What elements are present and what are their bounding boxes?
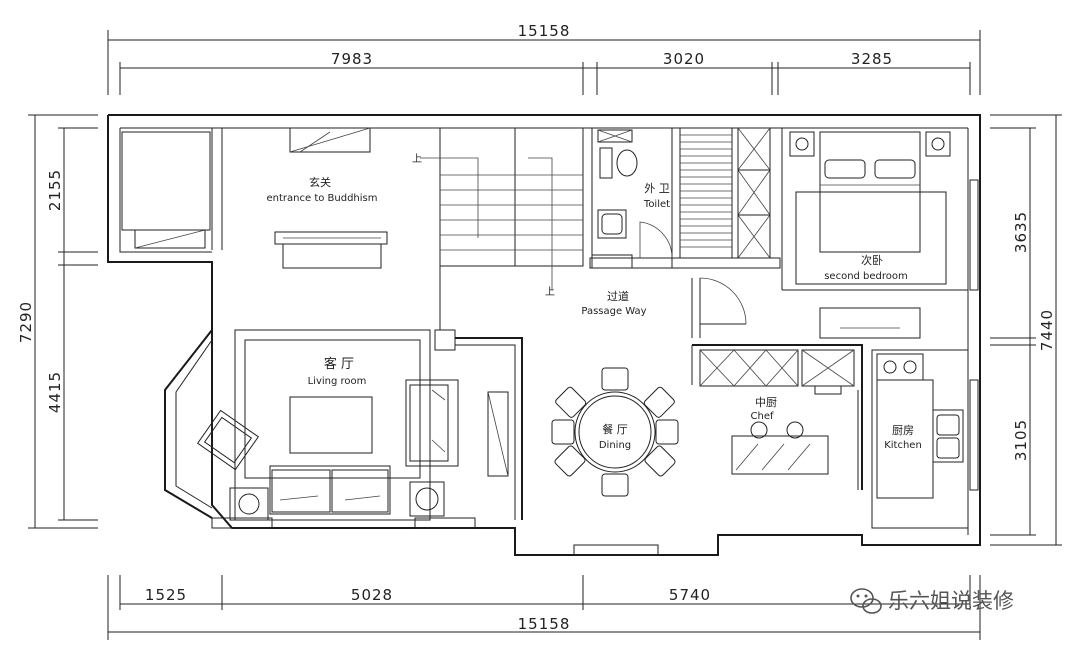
dim-top-a: 7983 (331, 50, 373, 68)
label-dining-en: Dining (599, 440, 631, 451)
dim-top-total: 15158 (518, 22, 571, 40)
dim-bottom-total: 15158 (518, 615, 571, 633)
dim-bottom-b: 5028 (351, 586, 393, 604)
label-kitchen-cn: 厨房 (892, 424, 914, 437)
dim-right-b: 3105 (1012, 419, 1030, 461)
label-chef-cn: 中厨 (755, 396, 777, 409)
label-passage-en: Passage Way (581, 306, 646, 317)
label-bedroom-en: second bedroom (824, 271, 908, 282)
label-living-cn: 客 厅 (324, 356, 354, 372)
stair-up-mark-1: 上 (412, 153, 422, 165)
label-passage-cn: 过道 (607, 289, 629, 303)
dim-left-a: 2155 (46, 169, 64, 211)
watermark: 乐六姐说装修 (850, 588, 1014, 614)
right-dimensions: 7440 3635 3105 (990, 114, 1062, 546)
watermark-text: 乐六姐说装修 (888, 589, 1014, 613)
dim-right-a: 3635 (1012, 211, 1030, 253)
top-dimensions: 15158 7983 3020 3285 (107, 22, 981, 95)
dining-room: 餐 厅 Dining (551, 367, 679, 556)
dim-left-b: 4415 (46, 371, 64, 413)
label-kitchen-en: Kitchen (884, 440, 922, 451)
label-entrance-en: entrance to Buddhism (267, 193, 378, 204)
left-dimensions: 7290 2155 4415 (17, 114, 98, 529)
wardrobe (589, 127, 781, 269)
dim-top-c: 3285 (851, 50, 893, 68)
label-chef-en: Chef (751, 411, 774, 422)
label-dining-cn: 餐 厅 (602, 422, 628, 436)
dim-left-total: 7290 (17, 301, 35, 343)
second-bedroom: 次卧 second bedroom (781, 128, 979, 339)
label-living-en: Living room (308, 376, 367, 387)
entrance-area: 玄关 entrance to Buddhism (121, 127, 388, 269)
passage-way: 过道 Passage Way (581, 277, 747, 338)
toilet-room: 外 卫 Toilet (591, 127, 673, 269)
bottom-dimensions: 1525 5028 5740 15158 (107, 575, 981, 640)
label-toilet-cn: 外 卫 (644, 182, 670, 195)
dim-bottom-a: 1525 (145, 586, 187, 604)
staircase: 上 上 (412, 127, 584, 351)
living-room: 客 厅 Living room (196, 329, 523, 529)
label-toilet-en: Toilet (643, 199, 670, 210)
dim-right-total: 7440 (1038, 309, 1056, 351)
chef-area: 中厨 Chef (691, 344, 863, 490)
stair-up-mark-2: 上 (545, 286, 555, 298)
outer-walls (107, 114, 981, 556)
dim-top-b: 3020 (663, 50, 705, 68)
dim-bottom-c: 5740 (669, 586, 711, 604)
label-entrance-cn: 玄关 (309, 175, 331, 189)
label-bedroom-cn: 次卧 (861, 253, 883, 267)
kitchen-room: 厨房 Kitchen (857, 349, 979, 529)
wechat-icon (850, 588, 882, 614)
